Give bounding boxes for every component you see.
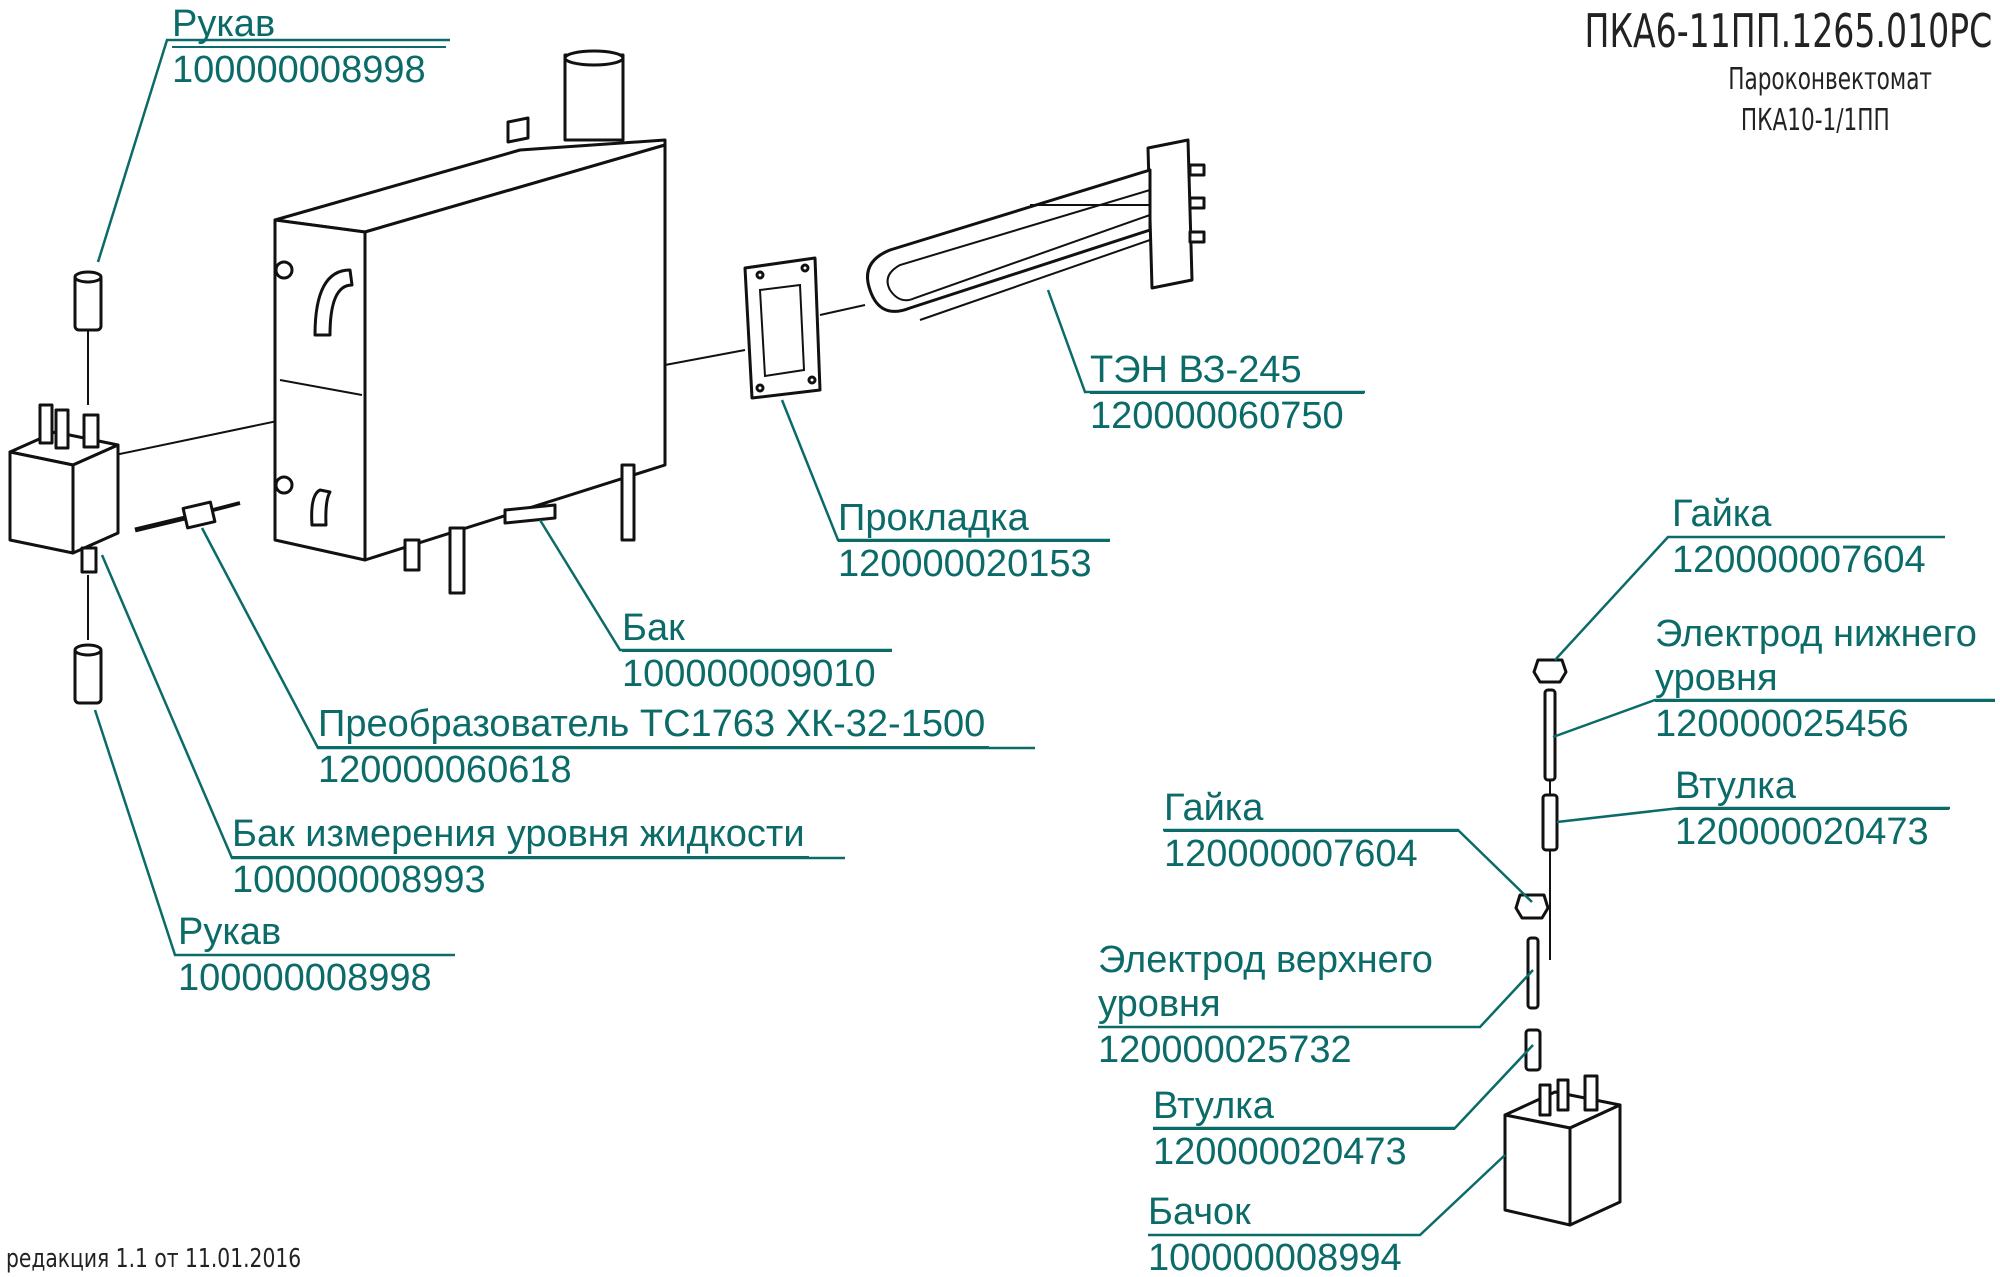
- callout-code: 100000009010: [622, 653, 876, 695]
- leader-preobraz: [200, 527, 1035, 750]
- callout-code: 100000008998: [172, 49, 426, 91]
- callout-code: 120000060750: [1090, 395, 1344, 437]
- callout-upper-electrode: Электрод верхнего уровня 120000025732: [1098, 938, 1478, 1072]
- callout-sleeve-bottom: Рукав 100000008998: [178, 910, 452, 1000]
- callout-nut-middle: Гайка 120000007604: [1164, 786, 1458, 876]
- document-code: ПКА6-11ПП.1265.010РС: [1584, 4, 1992, 58]
- callout-name-line2: уровня: [1098, 982, 1478, 1028]
- callout-name: Гайка: [1672, 492, 1944, 538]
- callout-sleeve-top: Рукав 100000008998: [172, 2, 446, 92]
- callout-name-line1: Электрод верхнего: [1098, 939, 1433, 981]
- callout-name: Бак измерения уровня жидкости: [232, 812, 809, 858]
- callout-gasket: Прокладка 120000020153: [838, 496, 1110, 586]
- converter-sensor-part: [134, 500, 241, 533]
- callout-code: 120000007604: [1164, 833, 1418, 875]
- callout-code: 100000008993: [232, 859, 486, 901]
- callout-name: Рукав: [172, 2, 446, 48]
- callout-level-tank: Бак измерения уровня жидкости 1000000089…: [232, 812, 809, 902]
- product-model: ПКА10-1/1ПП: [1741, 103, 1890, 138]
- callout-small-tank: Бачок 100000008994: [1148, 1190, 1420, 1277]
- level-tank-part: [8, 403, 120, 574]
- callout-bushing-top: Втулка 120000020473: [1675, 764, 1949, 854]
- callout-code: 120000020153: [838, 543, 1092, 585]
- callout-heating-element: ТЭН ВЗ-245 120000060750: [1090, 348, 1364, 438]
- callout-name: Втулка: [1675, 764, 1949, 810]
- callout-name: ТЭН ВЗ-245: [1090, 348, 1364, 394]
- callout-name: Прокладка: [838, 496, 1110, 542]
- callout-name: Втулка: [1153, 1084, 1455, 1130]
- callout-nut-top: Гайка 120000007604: [1672, 492, 1944, 582]
- callout-name-line1: Электрод нижнего: [1655, 613, 1977, 655]
- callout-code: 120000007604: [1672, 539, 1926, 581]
- leader-rukav-top: [96, 38, 450, 263]
- heating-element-part: [866, 138, 1206, 321]
- callout-name-line2: уровня: [1655, 656, 1995, 702]
- callout-code: 120000025456: [1655, 703, 1909, 745]
- callout-converter: Преобразователь ТС1763 ХК-32-1500 120000…: [318, 702, 990, 792]
- callout-main-tank: Бак 100000009010: [622, 606, 892, 696]
- callout-code: 120000060618: [318, 749, 572, 791]
- callout-code: 120000020473: [1153, 1131, 1407, 1173]
- callout-name: Преобразователь ТС1763 ХК-32-1500: [318, 702, 990, 748]
- sleeve-top-part: [73, 270, 103, 332]
- callout-code: 120000020473: [1675, 811, 1929, 853]
- right-stack-parts: [1503, 658, 1622, 1227]
- product-type: Пароконвектомат: [1728, 62, 1932, 97]
- main-tank-part: [273, 49, 667, 595]
- leader-bak-izm: [100, 554, 845, 860]
- callout-name: Рукав: [178, 910, 452, 956]
- sleeve-bottom-part: [73, 643, 103, 705]
- revision-note: редакция 1.1 от 11.01.2016: [6, 1244, 302, 1274]
- callout-name: Гайка: [1164, 786, 1458, 832]
- callout-bushing-bottom: Втулка 120000020473: [1153, 1084, 1455, 1174]
- callout-name: Бачок: [1148, 1190, 1420, 1236]
- callout-code: 100000008998: [178, 957, 432, 999]
- callout-code: 100000008994: [1148, 1237, 1402, 1277]
- callout-lower-electrode: Электрод нижнего уровня 120000025456: [1655, 612, 1995, 746]
- gasket-part: [743, 256, 822, 400]
- callout-name: Бак: [622, 606, 892, 652]
- callout-code: 120000025732: [1098, 1029, 1352, 1071]
